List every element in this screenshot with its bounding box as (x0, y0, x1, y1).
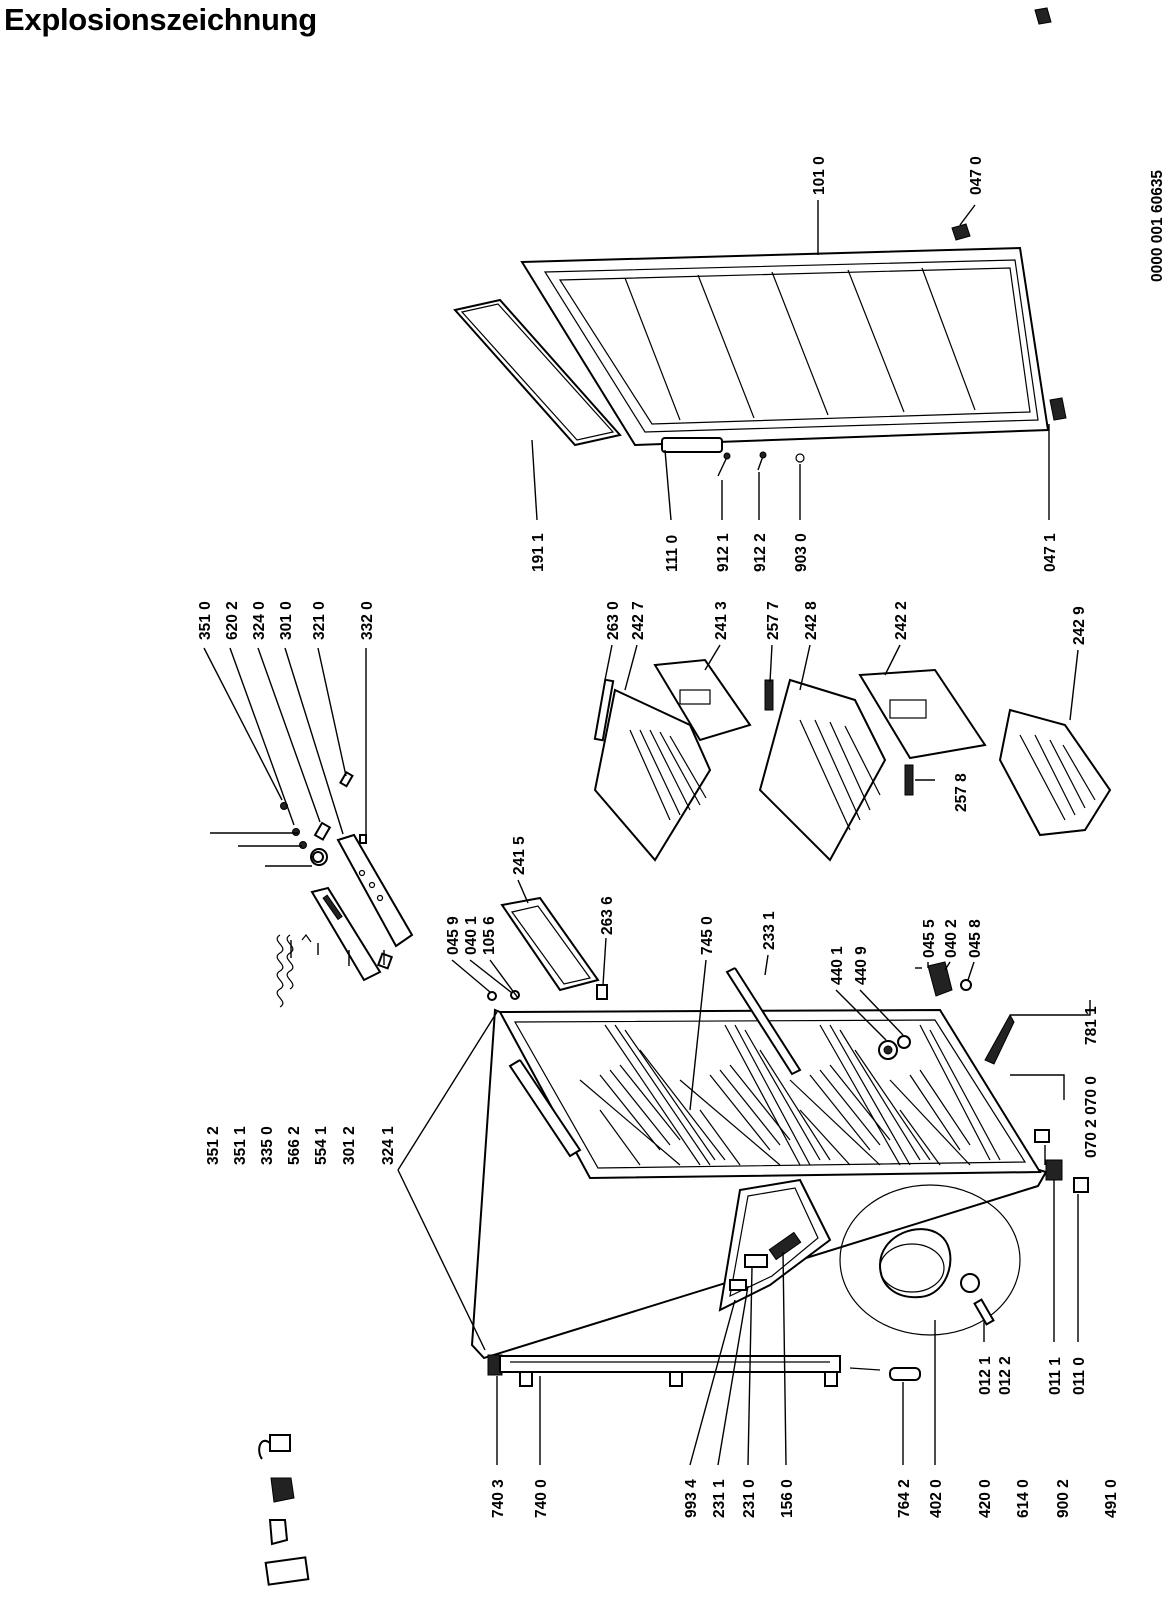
compressor-assembly (718, 1178, 1021, 1381)
knob (312, 851, 324, 863)
label-332-0: 332 0 (359, 601, 376, 640)
control-panel-assembly (276, 770, 414, 1008)
label-912-2: 912 2 (752, 533, 769, 572)
page-title: Explosionszeichnung (4, 2, 317, 37)
label-047-0: 047 0 (968, 156, 985, 195)
bottom-rail (487, 1354, 881, 1387)
label-554-1: 554 1 (313, 1126, 330, 1165)
label-620-2: 620 2 (224, 601, 241, 640)
ice-scraper (984, 1013, 1015, 1065)
label-101-0: 101 0 (811, 156, 828, 195)
label-012-2: 012 2 (997, 1356, 1014, 1395)
drawer-front-top (653, 658, 752, 742)
upper-hinge (951, 223, 971, 241)
thermostat-housing (310, 886, 382, 982)
lower-hinge (1049, 397, 1067, 421)
small-parts (258, 7, 1052, 1586)
temperature-sensor (889, 1367, 921, 1381)
label-740-0: 740 0 (533, 1479, 550, 1518)
drawer-basket-top (593, 688, 712, 862)
label-231-0: 231 0 (741, 1479, 758, 1518)
rod (725, 967, 802, 1076)
label-257-7: 257 7 (765, 601, 782, 640)
label-111-0: 111 0 (664, 535, 681, 572)
label-242-8: 242 8 (803, 601, 820, 640)
shelf-hatching (599, 1064, 971, 1151)
label-912-1: 912 1 (715, 533, 732, 572)
label-903-0: 903 0 (793, 533, 810, 572)
label-440-9: 440 9 (853, 946, 870, 985)
label-156-0: 156 0 (779, 1479, 796, 1518)
control-panel-cover (336, 833, 414, 948)
evaporator-shelves (579, 1024, 1001, 1166)
label-491-0: 491 0 (1103, 1479, 1120, 1518)
label-420-0: 420 0 (977, 1479, 994, 1518)
label-263-0: 263 0 (605, 601, 622, 640)
label-781-1: 781 1 (1083, 1006, 1100, 1045)
electronics-box (718, 1178, 832, 1312)
label-241-3: 241 3 (713, 601, 730, 640)
relay (258, 1434, 291, 1460)
label-335-0: 335 0 (259, 1126, 276, 1165)
label-233-1: 233 1 (761, 911, 778, 950)
drawers (487, 658, 1112, 1001)
starter (1034, 7, 1052, 25)
label-105-6: 105 6 (481, 916, 498, 955)
drawer-basket-bottom (998, 708, 1112, 837)
label-301-0: 301 0 (278, 601, 295, 640)
label-011-1: 011 1 (1047, 1357, 1064, 1395)
label-745-0: 745 0 (699, 916, 716, 955)
label-440-1: 440 1 (829, 946, 846, 985)
label-241-5: 241 5 (511, 836, 528, 875)
spring (276, 934, 284, 1008)
drawer-front-small (500, 896, 600, 992)
label-257-8: 257 8 (953, 773, 970, 812)
compressor (878, 1228, 952, 1299)
label-324-0: 324 0 (251, 601, 268, 640)
label-324-1: 324 1 (380, 1126, 397, 1165)
label-242-2: 242 2 (893, 601, 910, 640)
label-351-1: 351 1 (232, 1126, 249, 1165)
label-047-1: 047 1 (1042, 533, 1059, 572)
label-045-5: 045 5 (921, 919, 938, 958)
label-301-2: 301 2 (341, 1126, 358, 1165)
label-045-8: 045 8 (967, 919, 984, 958)
label-045-9: 045 9 (445, 916, 462, 955)
label-040-2: 040 2 (943, 919, 960, 958)
label-011-0: 011 0 (1071, 1357, 1088, 1395)
label-321-0: 321 0 (311, 601, 328, 640)
label-402-0: 402 0 (928, 1479, 945, 1518)
label-740-3: 740 3 (490, 1479, 507, 1518)
doc-number: 0000 001 60635 (1149, 170, 1166, 282)
cabinet-body (470, 961, 1089, 1360)
label-900-2: 900 2 (1055, 1479, 1072, 1518)
leader-lines (203, 200, 1091, 1466)
label-231-1: 231 1 (711, 1479, 728, 1518)
label-040-1: 040 1 (463, 916, 480, 955)
lock-bracket (927, 961, 953, 997)
label-614-0: 614 0 (1015, 1479, 1032, 1518)
label-351-2: 351 2 (205, 1126, 222, 1165)
drawer-front-middle (858, 668, 987, 760)
label-351-0: 351 0 (197, 601, 214, 640)
label-993-4: 993 4 (683, 1479, 700, 1518)
door-assembly (453, 223, 1067, 477)
door-handle (661, 437, 723, 453)
label-242-7: 242 7 (630, 601, 647, 640)
label-566-2: 566 2 (286, 1126, 303, 1165)
door-seal (453, 298, 622, 447)
label-012-1: 012 1 (977, 1356, 994, 1395)
label-764-2: 764 2 (896, 1479, 913, 1518)
label-070-2-070-0: 070 2 070 0 (1083, 1076, 1100, 1158)
label-263-6: 263 6 (599, 896, 616, 935)
part-labels: 351 2 351 1 335 0 566 2 554 1 301 2 324 … (197, 156, 1166, 1518)
label-242-9: 242 9 (1071, 606, 1088, 645)
label-191-1: 191 1 (530, 533, 547, 572)
door-panel (520, 246, 1050, 447)
